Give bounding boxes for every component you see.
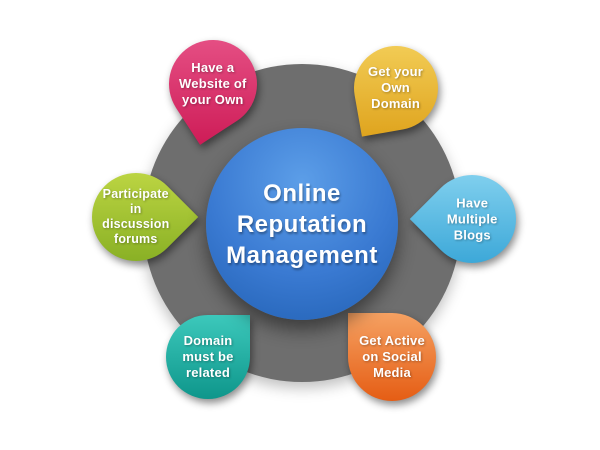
petal-shape: Get your Own Domain: [347, 39, 445, 137]
center-circle: Online Reputation Management: [206, 128, 398, 320]
petal-text-line: Blogs: [453, 227, 491, 242]
petal-shape: Have Multiple Blogs: [409, 156, 535, 282]
petal-get-active-on-social-media: Get Active on Social Media: [348, 313, 436, 401]
petal-text-line: Media: [373, 365, 411, 380]
petal-text-line: forums: [114, 231, 158, 246]
petal-text-line: Multiple: [446, 211, 498, 226]
petal-text-line: related: [185, 365, 231, 380]
petal-shape: Domain must be related: [166, 315, 250, 399]
petal-participate-in-discussion-forums: Participate in discussion forums: [73, 154, 199, 280]
petal-text-line: Have: [456, 195, 488, 210]
petal-text-line: must be: [182, 349, 234, 364]
petal-get-your-own-domain: Get your Own Domain: [347, 39, 445, 137]
petal-shape: Get Active on Social Media: [348, 313, 436, 401]
petal-shape: Participate in discussion forums: [73, 154, 199, 280]
petal-shape: Have a Website of your Own: [152, 23, 274, 145]
center-text-line: Management: [226, 241, 378, 269]
petal-text-line: Website of: [179, 76, 247, 91]
petal-text-line: your Own: [182, 92, 244, 107]
petal-text-line: on Social: [362, 349, 422, 364]
center-text-line: Online: [263, 179, 341, 207]
petal-text-line: Own: [381, 80, 411, 95]
petal-text-line: Domain: [183, 333, 233, 348]
petal-text-line: discussion: [102, 216, 170, 231]
petal-domain-must-be-related: Domain must be related: [166, 315, 250, 399]
petal-text-line: Domain: [371, 96, 421, 111]
petal-have-website: Have a Website of your Own: [152, 23, 274, 145]
petal-text-line: Have a: [191, 60, 235, 75]
petal-text-line: Get your: [368, 64, 424, 79]
petal-text-line: Get Active: [359, 333, 425, 348]
petal-have-multiple-blogs: Have Multiple Blogs: [409, 156, 535, 282]
petal-text-line: in: [130, 201, 142, 216]
center-text-line: Reputation: [236, 210, 368, 238]
petal-text-line: Participate: [102, 186, 170, 201]
